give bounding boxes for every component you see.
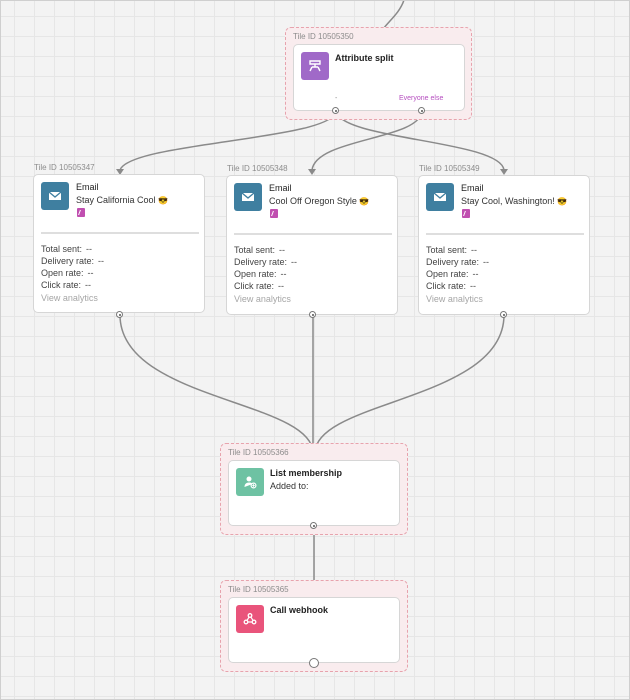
email-output-port[interactable] xyxy=(309,311,316,318)
attribute-split-card[interactable]: Attribute split - Everyone else xyxy=(293,44,465,111)
envelope-icon xyxy=(426,183,454,211)
divider xyxy=(41,232,199,234)
divider xyxy=(426,233,584,235)
envelope-icon xyxy=(234,183,262,211)
email-title: Email xyxy=(269,183,292,193)
call-webhook-output-port[interactable] xyxy=(309,658,319,668)
call-webhook-card[interactable]: Call webhook xyxy=(228,597,400,663)
email-subject: Stay California Cool 😎 xyxy=(76,195,169,205)
stat-open-rate: Open rate:-- xyxy=(426,269,479,279)
stat-delivery-rate: Delivery rate:-- xyxy=(426,257,490,267)
list-membership-card[interactable]: List membership Added to: xyxy=(228,460,400,526)
call-webhook-title: Call webhook xyxy=(270,605,329,615)
stat-click-rate: Click rate:-- xyxy=(234,281,285,291)
ai-badge-icon xyxy=(462,209,470,218)
attribute-split-tile-id: Tile ID 10505350 xyxy=(293,32,354,41)
stat-delivery-rate: Delivery rate:-- xyxy=(234,257,298,267)
branch-label-default: - xyxy=(335,95,338,102)
stat-open-rate: Open rate:-- xyxy=(234,269,287,279)
split-output-port-left[interactable] xyxy=(332,107,339,114)
email-card[interactable]: Email Cool Off Oregon Style 😎 Total sent… xyxy=(226,175,398,315)
email-card[interactable]: Email Stay Cool, Washington! 😎 Total sen… xyxy=(418,175,590,315)
stat-click-rate: Click rate:-- xyxy=(426,281,477,291)
stat-click-rate: Click rate:-- xyxy=(41,280,92,290)
stat-delivery-rate: Delivery rate:-- xyxy=(41,256,105,266)
webhook-icon xyxy=(236,605,264,633)
branch-label-everyone-else: Everyone else xyxy=(399,95,444,102)
list-membership-subtitle: Added to: xyxy=(270,481,309,491)
split-output-port-right[interactable] xyxy=(418,107,425,114)
email-title: Email xyxy=(76,182,99,192)
stat-open-rate: Open rate:-- xyxy=(41,268,94,278)
view-analytics-link[interactable]: View analytics xyxy=(426,294,483,304)
list-membership-output-port[interactable] xyxy=(310,522,317,529)
email-output-port[interactable] xyxy=(116,311,123,318)
email-tile-id: Tile ID 10505348 xyxy=(227,164,288,173)
call-webhook-tile-id: Tile ID 10505365 xyxy=(228,585,289,594)
email-output-port[interactable] xyxy=(500,311,507,318)
list-membership-title: List membership xyxy=(270,468,343,478)
email-tile-id: Tile ID 10505349 xyxy=(419,164,480,173)
email-subject: Stay Cool, Washington! 😎 xyxy=(461,196,568,206)
email-subject: Cool Off Oregon Style 😎 xyxy=(269,196,370,206)
email-tile-id: Tile ID 10505347 xyxy=(34,163,95,172)
ai-badge-icon xyxy=(270,209,278,218)
attribute-split-title: Attribute split xyxy=(335,53,394,63)
person-add-icon xyxy=(236,468,264,496)
list-membership-tile-id: Tile ID 10505366 xyxy=(228,448,289,457)
split-icon xyxy=(301,52,329,80)
divider xyxy=(234,233,392,235)
ai-badge-icon xyxy=(77,208,85,217)
view-analytics-link[interactable]: View analytics xyxy=(234,294,291,304)
email-title: Email xyxy=(461,183,484,193)
stat-total-sent: Total sent:-- xyxy=(234,245,286,255)
envelope-icon xyxy=(41,182,69,210)
view-analytics-link[interactable]: View analytics xyxy=(41,293,98,303)
stat-total-sent: Total sent:-- xyxy=(426,245,478,255)
email-card[interactable]: Email Stay California Cool 😎 Total sent:… xyxy=(33,174,205,313)
stat-total-sent: Total sent:-- xyxy=(41,244,93,254)
